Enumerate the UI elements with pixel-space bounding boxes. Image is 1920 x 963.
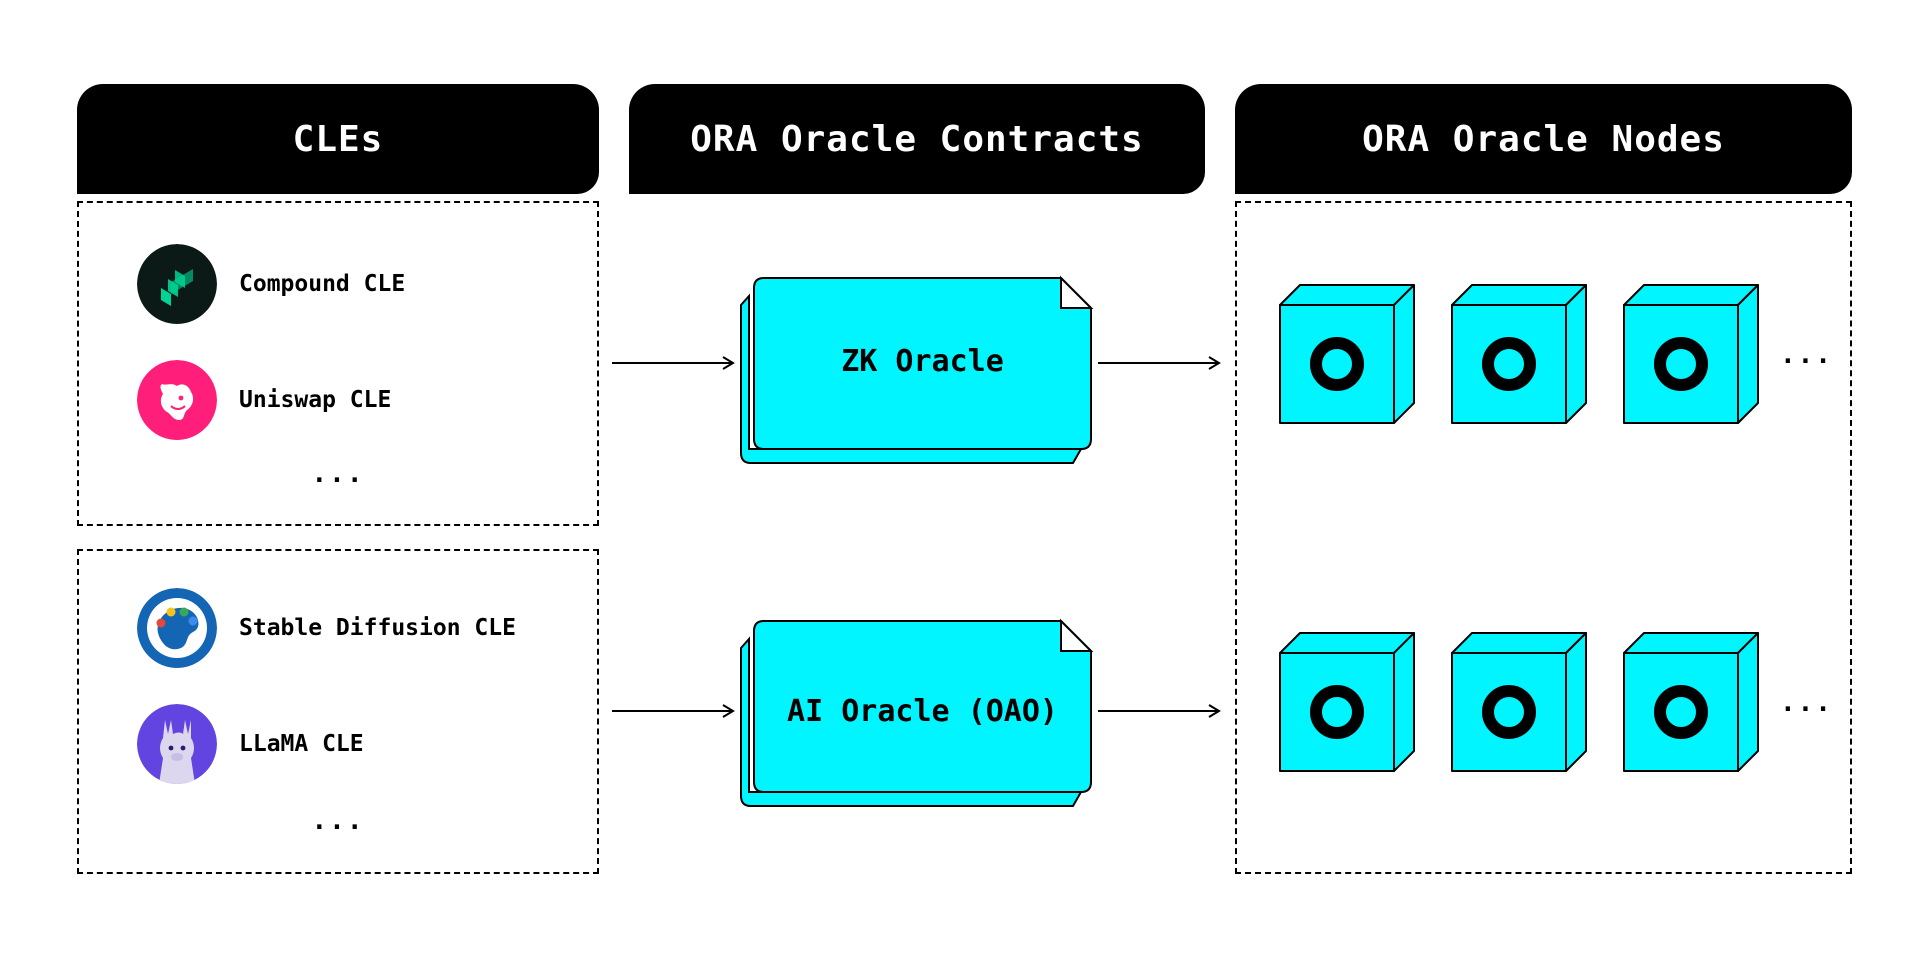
node-ring-icon [1482,685,1536,739]
cle-group-ai: Stable Diffusion CLE LLaMA CLE ... [77,549,599,874]
palette-logo-icon [137,588,217,668]
oracle-node-cube [1623,632,1759,772]
oracle-node-cube [1451,632,1587,772]
ai-oracle-document [740,618,1094,807]
oracle-nodes-group [1235,201,1852,874]
cle-label: Compound CLE [239,271,406,297]
cle-item-compound: Compound CLE [137,244,405,324]
oracle-node-cube [1279,284,1415,424]
oracle-nodes-header-title: ORA Oracle Nodes [1362,118,1725,160]
oracle-node-cube [1279,632,1415,772]
cle-item-llama: LLaMA CLE [137,704,364,784]
cle-item-uniswap: Uniswap CLE [137,360,391,440]
cle-label: LLaMA CLE [239,731,364,757]
cles-header: CLEs [77,84,599,194]
more-nodes-ellipsis: ... [1780,688,1833,718]
node-ring-icon [1482,337,1536,391]
oracle-contracts-header-title: ORA Oracle Contracts [690,118,1144,160]
node-ring-icon [1310,337,1364,391]
uniswap-logo-icon [137,360,217,440]
more-cles-ellipsis: ... [311,459,365,489]
cle-label: Stable Diffusion CLE [239,615,516,641]
more-cles-ellipsis: ... [311,806,365,836]
node-ring-icon [1654,685,1708,739]
ai-oracle-label: AI Oracle (OAO) [787,694,1058,729]
zk-oracle-label: ZK Oracle [841,344,1004,379]
node-ring-icon [1310,685,1364,739]
llama-logo-icon [137,704,217,784]
oracle-node-cube [1451,284,1587,424]
oracle-contracts-header: ORA Oracle Contracts [629,84,1205,194]
cle-label: Uniswap CLE [239,387,392,413]
oracle-node-cube [1623,284,1759,424]
cle-group-defi: Compound CLE Uniswap CLE ... [77,201,599,526]
compound-logo-icon [137,244,217,324]
more-nodes-ellipsis: ... [1780,340,1833,370]
cle-item-stable-diffusion: Stable Diffusion CLE [137,588,516,668]
oracle-nodes-header: ORA Oracle Nodes [1235,84,1852,194]
cles-header-title: CLEs [292,118,384,160]
oracle-nodes [1279,284,1759,772]
zk-oracle-document [740,275,1094,464]
node-ring-icon [1654,337,1708,391]
